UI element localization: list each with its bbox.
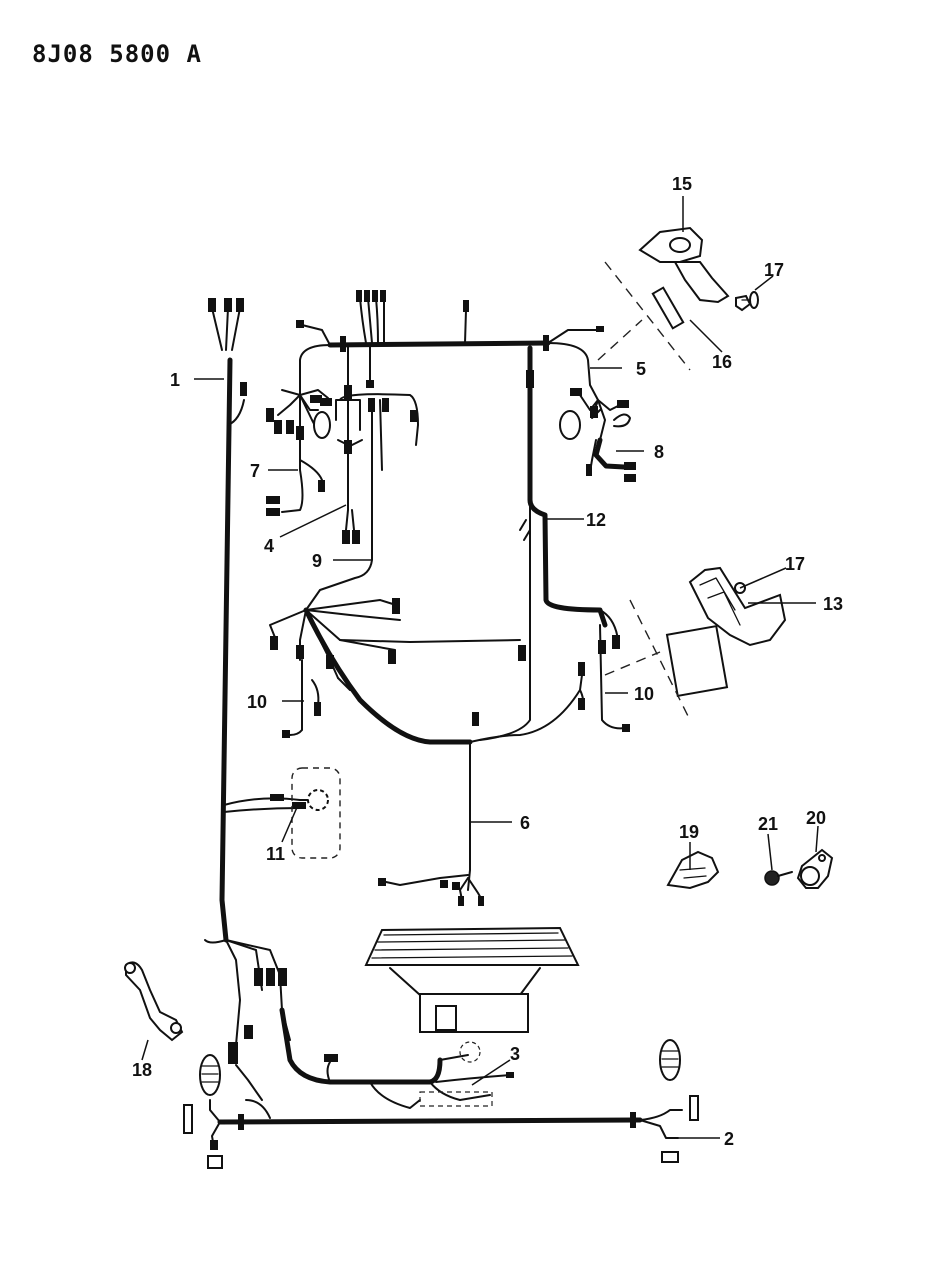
bracket-13 — [665, 566, 787, 698]
callout-15: 15 — [672, 174, 692, 194]
callout-12: 12 — [586, 510, 606, 530]
callout-6: 6 — [520, 813, 530, 833]
callout-18: 18 — [132, 1060, 152, 1080]
clip-19 — [666, 850, 720, 890]
harness-11 — [291, 767, 341, 859]
callout-13: 13 — [823, 594, 843, 614]
harness-3 — [279, 1007, 514, 1109]
callout-5: 5 — [636, 359, 646, 379]
callout-19: 19 — [679, 822, 699, 842]
strap-18 — [124, 961, 184, 1042]
harness-7 — [266, 389, 332, 516]
harness-12 — [479, 345, 630, 741]
callout-2: 2 — [724, 1129, 734, 1149]
air-cleaner — [364, 926, 580, 1033]
callouts: 1 2 3 4 5 6 7 8 9 10 10 11 12 13 15 16 1… — [132, 174, 843, 1149]
callout-1: 1 — [170, 370, 180, 390]
harness-10-right — [578, 689, 585, 710]
separator-lines — [597, 261, 691, 721]
callout-leaders — [141, 196, 819, 1139]
callout-9: 9 — [312, 551, 322, 571]
callout-8: 8 — [654, 442, 664, 462]
callout-10-right: 10 — [634, 684, 654, 704]
bracket-15 — [638, 226, 759, 330]
document-id: 8J08 5800 A — [32, 40, 202, 68]
harness-1 — [204, 298, 319, 1064]
callout-20: 20 — [806, 808, 826, 828]
callout-3: 3 — [510, 1044, 520, 1064]
callout-10-left: 10 — [247, 692, 267, 712]
screw-21 — [764, 870, 793, 886]
callout-17-top: 17 — [764, 260, 784, 280]
harness-4 — [335, 344, 419, 544]
callout-16: 16 — [712, 352, 732, 372]
callout-21: 21 — [758, 814, 778, 834]
callout-4: 4 — [264, 536, 274, 556]
callout-17-mid: 17 — [785, 554, 805, 574]
clamp-20 — [796, 848, 834, 889]
harness-8 — [559, 388, 636, 482]
harness-6 — [269, 598, 585, 906]
harness-5 — [296, 290, 604, 401]
callout-7: 7 — [250, 461, 260, 481]
harness-2 — [183, 1039, 699, 1169]
callout-11: 11 — [266, 844, 285, 864]
harness-10-left — [282, 659, 321, 738]
